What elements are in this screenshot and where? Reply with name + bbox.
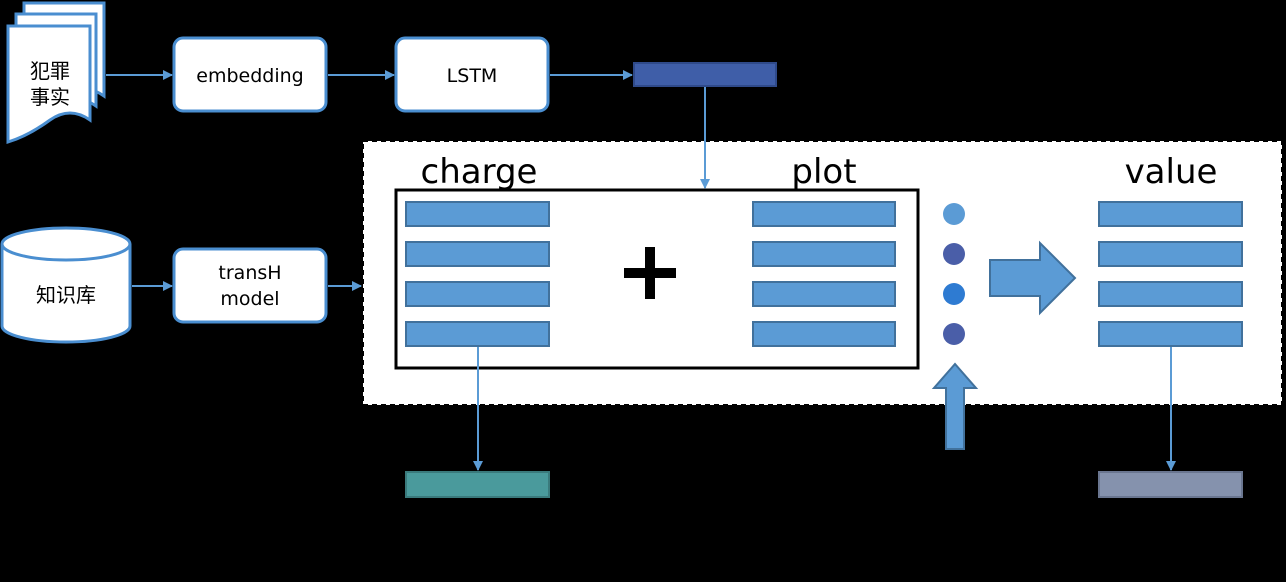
memory-panel <box>362 140 1283 406</box>
lstm-label: LSTM <box>447 65 498 87</box>
lstm-box: LSTM <box>394 36 550 113</box>
attention-dot <box>943 203 965 225</box>
value-vector <box>1098 321 1243 347</box>
value-vector <box>1098 281 1243 307</box>
value-vector <box>1098 201 1243 227</box>
crime-facts-label-line2: 事实 <box>30 85 70 109</box>
plot-vector <box>752 281 896 307</box>
knowledge-base-cylinder: 知识库 <box>0 226 132 344</box>
value-title: value <box>1125 152 1218 192</box>
embedding-label: embedding <box>196 65 303 87</box>
key-box <box>394 188 920 370</box>
crime-facts-label-line1: 犯罪 <box>30 59 70 83</box>
value-output-vector <box>1098 471 1243 498</box>
transh-label-line2: model <box>220 288 279 310</box>
value-vector <box>1098 241 1243 267</box>
plus-icon <box>624 247 676 299</box>
charge-vector <box>405 241 550 267</box>
up-block-arrow-icon <box>931 362 979 450</box>
crime-facts-document-icon: 犯罪 事实 <box>6 1 106 145</box>
charge-output-vector <box>405 471 550 498</box>
charge-vector <box>405 201 550 227</box>
transh-label-line1: transH <box>218 262 281 284</box>
attention-dot <box>943 323 965 345</box>
right-block-arrow-icon <box>989 240 1077 316</box>
plot-vector <box>752 321 896 347</box>
charge-vector <box>405 321 550 347</box>
charge-vector <box>405 281 550 307</box>
charge-title: charge <box>421 152 538 192</box>
transh-model-box: transH model <box>172 247 328 324</box>
embedding-box: embedding <box>172 36 328 113</box>
attention-dot <box>943 243 965 265</box>
plot-vector <box>752 241 896 267</box>
plot-vector <box>752 201 896 227</box>
attention-dot <box>943 283 965 305</box>
lstm-output-vector <box>633 62 777 87</box>
knowledge-base-label: 知识库 <box>36 283 96 307</box>
plot-title: plot <box>791 152 856 192</box>
